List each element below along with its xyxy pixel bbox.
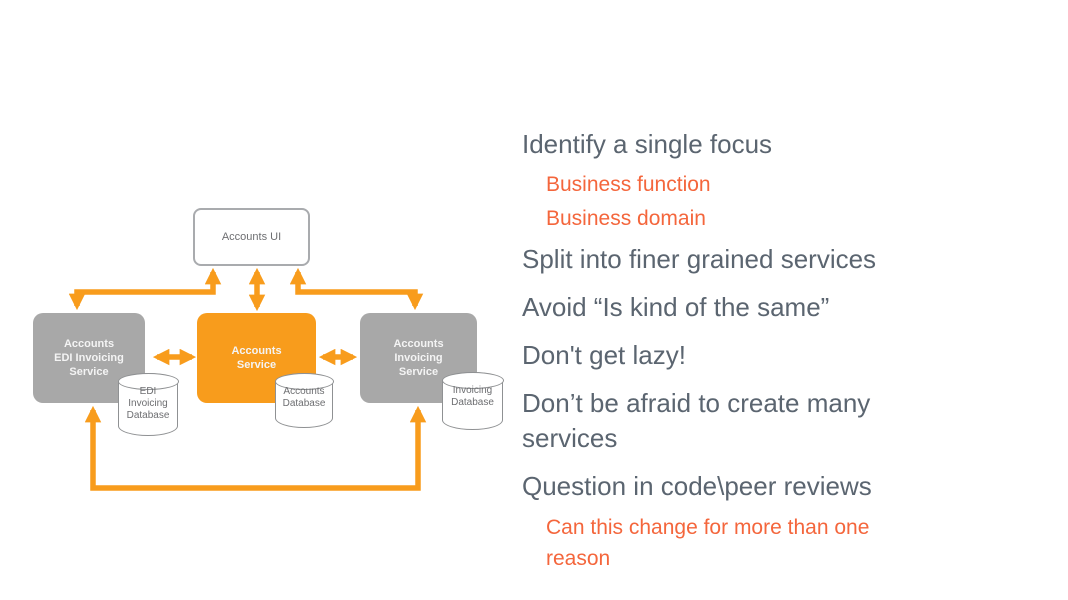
database-accounts-label: Accounts Database bbox=[282, 386, 326, 409]
database-accounts: Accounts Database bbox=[274, 372, 334, 428]
service-invoicing-label: Accounts Invoicing Service bbox=[393, 338, 444, 378]
arrow-ui-invoicing-service bbox=[289, 267, 424, 311]
bullet-dont-be-afraid: Don’t be afraid to create many services bbox=[522, 388, 871, 453]
arrow-ui-edi-service bbox=[68, 267, 222, 311]
sub-bullet-group-reviews: Can this change for more than one reason bbox=[522, 512, 992, 574]
accounts-ui-box: Accounts UI bbox=[193, 208, 310, 266]
bullet-dont-get-lazy: Don't get lazy! bbox=[522, 340, 686, 370]
database-invoicing-label: Invoicing Database bbox=[451, 385, 494, 408]
microservices-diagram: Accounts UI Accounts EDI Invoicing Servi… bbox=[0, 0, 520, 600]
sub-bullet-group-focus: Business function Business domain bbox=[522, 168, 992, 236]
bullet-identify-single-focus: Identify a single focus bbox=[522, 129, 773, 159]
bullet-avoid-kind-of-same: Avoid “Is kind of the same” bbox=[522, 292, 830, 322]
service-edi-invoicing-label: Accounts EDI Invoicing Service bbox=[54, 338, 124, 378]
database-edi-invoicing: EDI Invoicing Database bbox=[117, 372, 179, 436]
service-box-edi-invoicing: Accounts EDI Invoicing Service bbox=[33, 313, 145, 403]
sub-bullet-business-function: Business function bbox=[546, 173, 711, 196]
arrow-edi-invoicing-bottom bbox=[84, 405, 427, 491]
database-invoicing: Invoicing Database bbox=[441, 371, 504, 430]
connector-arrows bbox=[68, 267, 427, 491]
service-accounts-label: Accounts Service bbox=[231, 345, 282, 371]
sub-bullet-change-one-reason: Can this change for more than one reason bbox=[546, 516, 870, 570]
bullet-list: Identify a single focus Business functio… bbox=[522, 127, 992, 574]
bullet-question-code-peer-reviews: Question in code\peer reviews bbox=[522, 471, 872, 501]
database-edi-invoicing-label: EDI Invoicing Database bbox=[126, 386, 170, 421]
bullet-split-finer-grained: Split into finer grained services bbox=[522, 244, 877, 274]
accounts-ui-label: Accounts UI bbox=[221, 231, 282, 243]
sub-bullet-business-domain: Business domain bbox=[546, 207, 706, 230]
